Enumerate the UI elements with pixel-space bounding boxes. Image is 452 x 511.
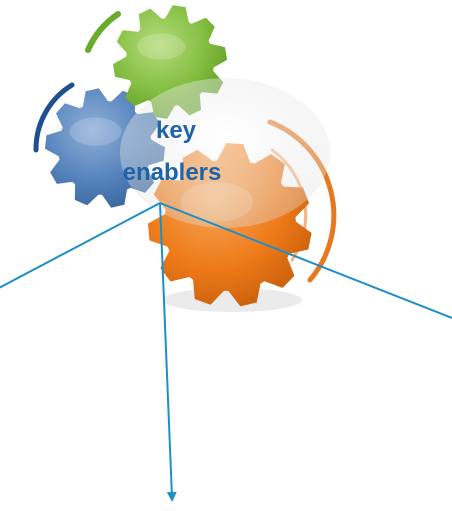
center-label-line1: key (156, 117, 197, 144)
gear-blue-highlight (69, 117, 122, 146)
green-gear-arc (85, 11, 121, 53)
center-label-line2: enablers (123, 159, 222, 186)
connector-down-arrow (159, 202, 177, 502)
glass-overlay (120, 78, 330, 228)
blue-gear-arc (33, 82, 75, 153)
connector-left (0, 202, 161, 289)
connector-right (159, 202, 452, 319)
gear-green-highlight (137, 33, 186, 60)
